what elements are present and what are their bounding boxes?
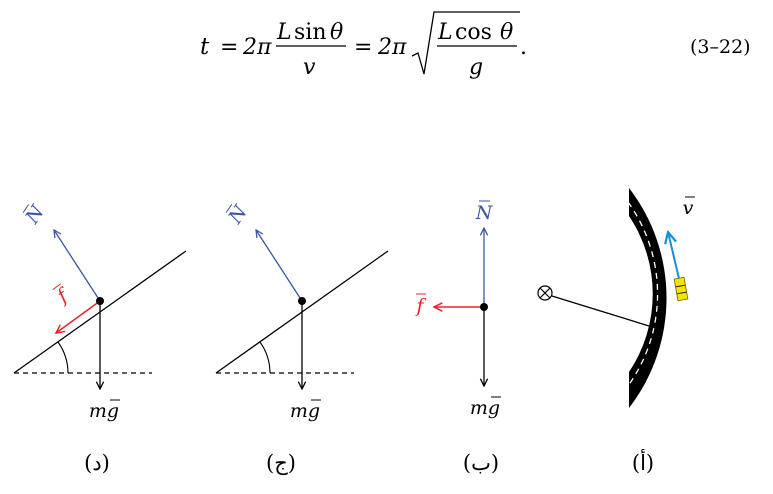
panel-d: N f mg (د) [13, 200, 187, 475]
panel-j: N mg (ج) [215, 200, 389, 476]
panel-label: (ب) [463, 451, 499, 475]
friction-label: f [414, 295, 426, 317]
vector-arrow-mark [22, 204, 30, 213]
eq-frac1-num-var: L [276, 20, 292, 45]
panel-a: v (أ) [537, 188, 695, 475]
eq-sqrt-sign [411, 11, 520, 75]
normal-force-arrow [256, 230, 303, 302]
normal-label: N [21, 200, 50, 228]
center-cross-line [539, 287, 551, 299]
angle-arc [57, 341, 69, 374]
curved-road [629, 188, 667, 408]
eq-frac1-num-theta: θ [330, 20, 343, 45]
eq-lhs: t [200, 34, 210, 60]
normal-label: N [475, 202, 494, 224]
mass-point [298, 297, 306, 305]
car-icon [673, 276, 689, 302]
weight-label: mg [89, 400, 119, 422]
normal-label-text: N [21, 200, 50, 228]
angle-arc [259, 341, 271, 374]
eq-two-pi-2: 2π [377, 35, 407, 60]
vector-arrow-mark [225, 204, 233, 213]
panel-label: (أ) [632, 448, 654, 475]
equation: t = 2π L sin θ v = 2π L cos θ g . (3–22) [200, 11, 751, 80]
eq-frac2-den: g [469, 55, 483, 80]
circle-cross-icon [537, 285, 553, 301]
eq-frac2-num-fn: cos [455, 20, 492, 45]
panel-b: N f mg (ب) [414, 200, 501, 475]
panel-label: (د) [84, 451, 110, 475]
eq-frac1-num-fn: sin [294, 20, 327, 45]
friction-label: f [52, 283, 75, 308]
friction-label-text: f [52, 283, 75, 308]
mass-point [480, 303, 488, 311]
car-body [673, 276, 689, 302]
panel-label: (ج) [266, 451, 296, 476]
eq-equals-1: = [220, 35, 238, 60]
normal-label-text: N [224, 200, 253, 228]
eq-frac1-den: v [303, 55, 316, 80]
car-window-line [675, 284, 686, 288]
normal-force-arrow [54, 230, 101, 302]
car-window-line [676, 291, 687, 295]
radius-arrow [551, 295, 662, 330]
eq-number: (3–22) [690, 36, 751, 58]
normal-label: N [224, 200, 253, 228]
velocity-label: v [683, 197, 694, 219]
friction-arrow [56, 300, 101, 333]
road-center-line [627, 201, 659, 387]
weight-label: mg [290, 400, 320, 422]
eq-two-pi-1: 2π [242, 35, 272, 60]
eq-equals-2: = [354, 35, 372, 60]
vector-arrow-mark [52, 283, 62, 291]
mass-point [96, 297, 104, 305]
eq-period: . [520, 35, 527, 60]
eq-frac2-num-var: L [437, 20, 453, 45]
eq-frac2-num-theta: θ [500, 20, 513, 45]
weight-label: mg [470, 397, 500, 419]
